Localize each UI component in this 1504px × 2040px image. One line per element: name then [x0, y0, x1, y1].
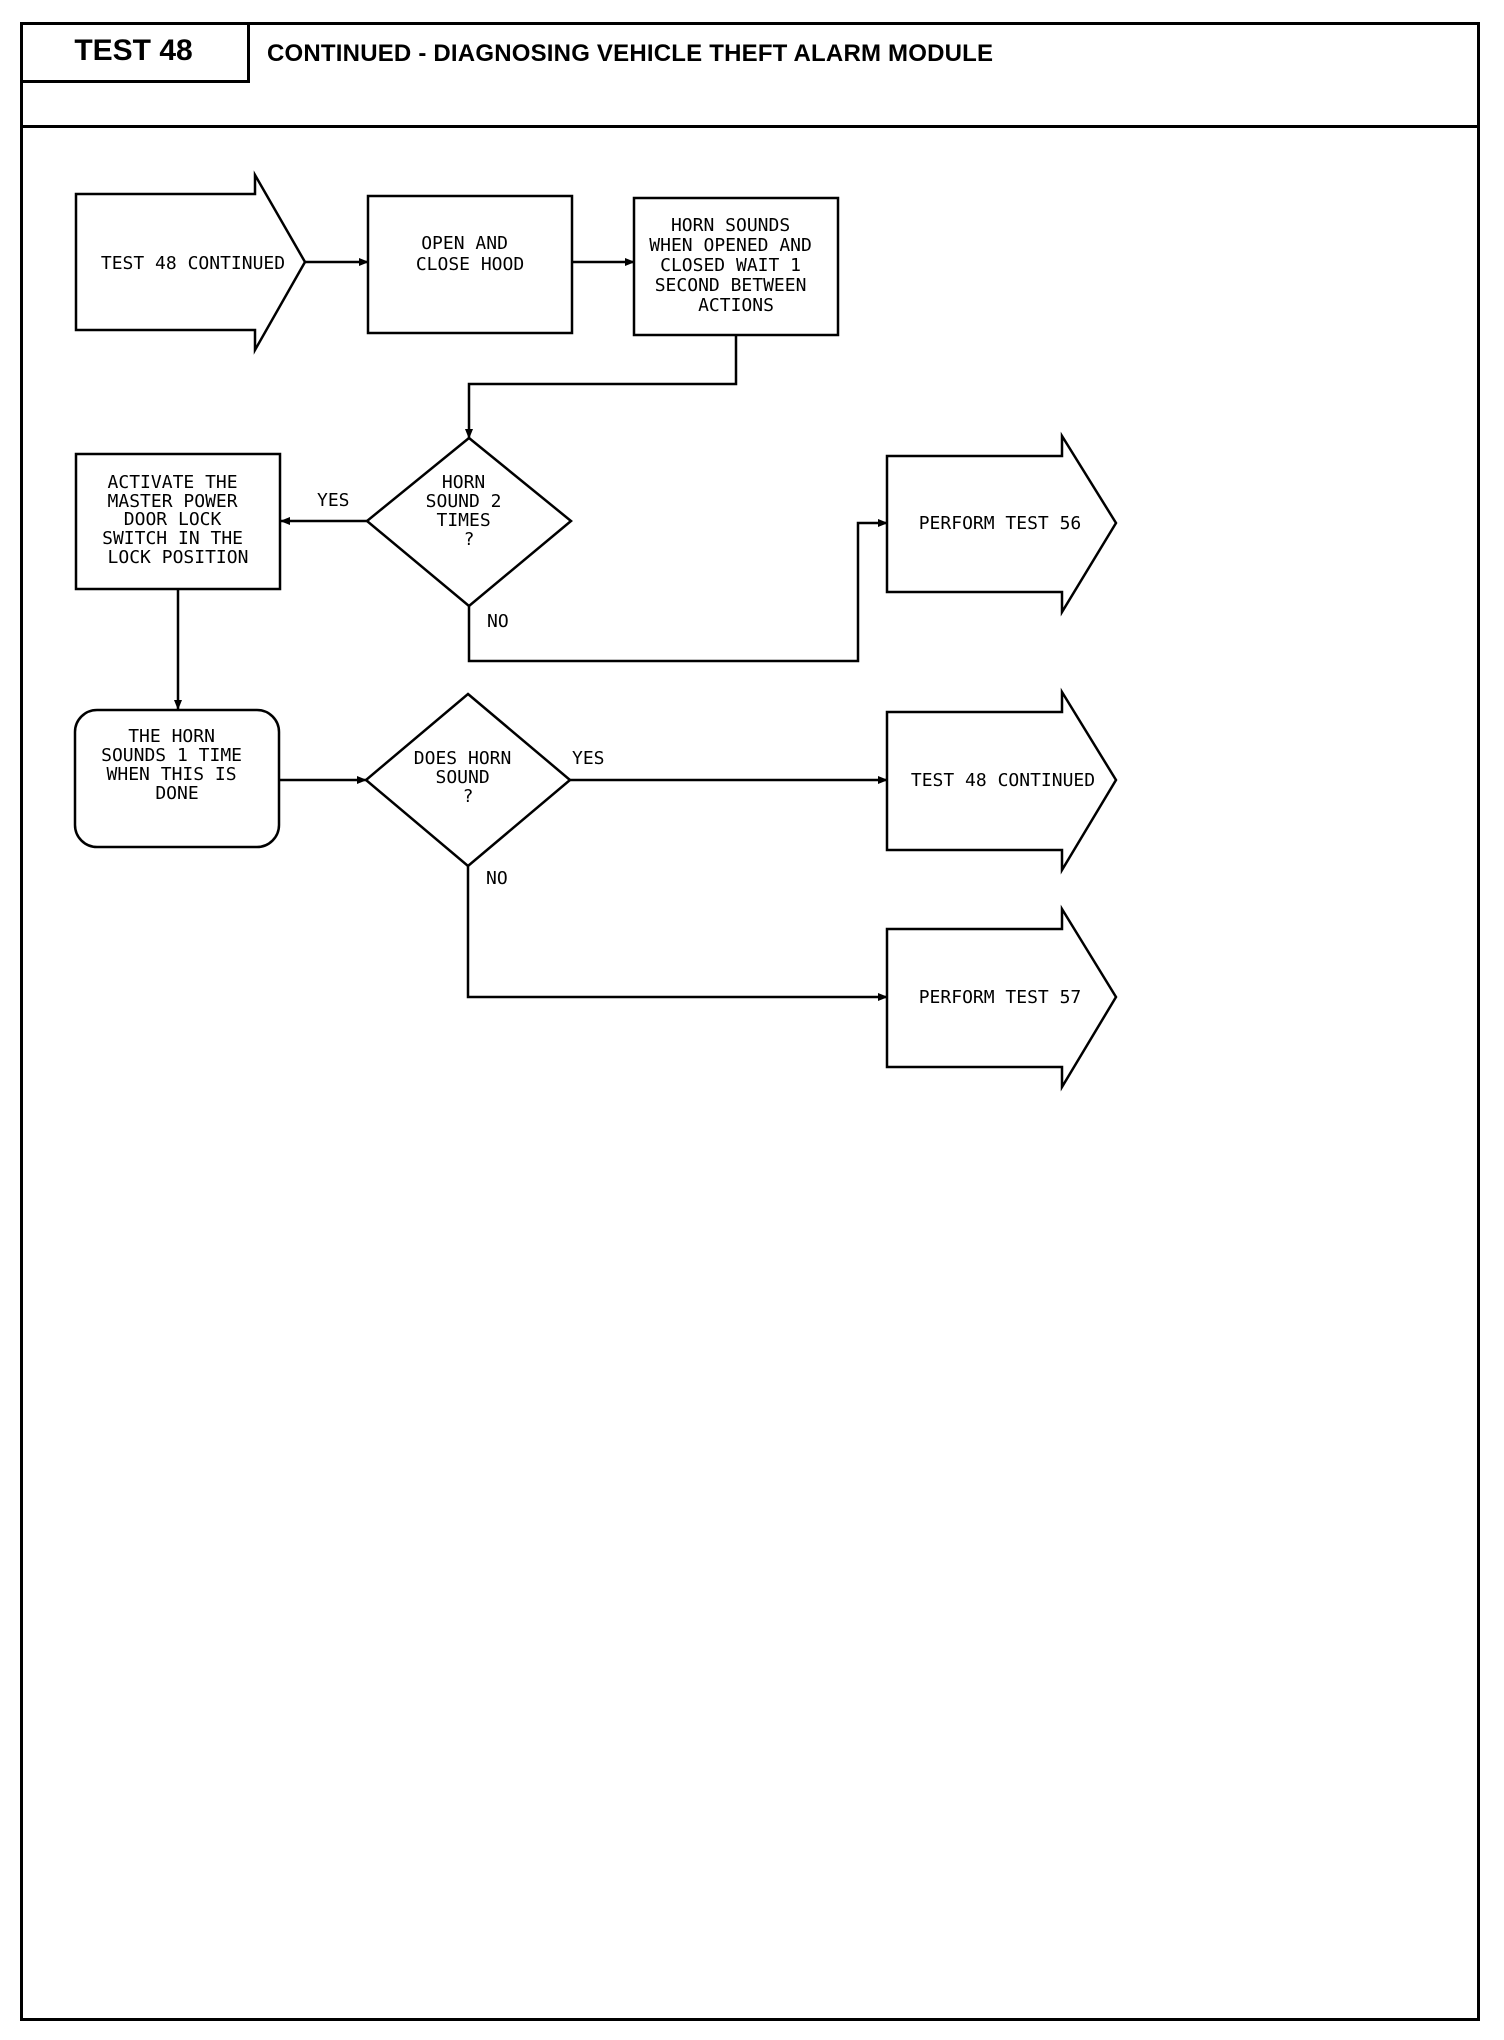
activate-lock-box — [74, 452, 282, 591]
test-48-continued-end-shape — [885, 687, 1118, 875]
open-close-hood-text: OPEN AND CLOSE HOOD — [416, 233, 524, 275]
connector-horn-to-decision1 — [465, 335, 738, 439]
yes-label-2: YES — [572, 748, 605, 769]
no-label-1: NO — [487, 611, 509, 632]
header: TEST 48 CONTINUED - DIAGNOSING VEHICLE T… — [20, 22, 1480, 128]
connector-decision2-no — [466, 866, 888, 1001]
open-close-hood-box — [366, 194, 574, 335]
start-arrow-shape — [74, 170, 307, 355]
yes-label-1: YES — [317, 490, 350, 511]
perform-test-57-shape — [885, 904, 1118, 1092]
start-label: TEST 48 CONTINUED — [101, 253, 285, 274]
decision-horn-2-times-text: HORN SOUND 2 TIMES ? — [426, 472, 513, 550]
perform-test-56-label: PERFORM TEST 56 — [919, 513, 1082, 534]
horn-sounds-text: HORN SOUNDS WHEN OPENED AND CLOSED WAIT … — [649, 215, 822, 316]
horn-1-time-box — [73, 708, 281, 849]
horn-1-time-text: THE HORN SOUNDS 1 TIME WHEN THIS IS DONE — [101, 726, 253, 804]
perform-test-57-label: PERFORM TEST 57 — [919, 987, 1082, 1008]
test-number: TEST 48 — [20, 22, 250, 83]
page-frame — [20, 22, 1480, 2021]
decision-horn-sound-text: DOES HORN SOUND ? — [414, 748, 522, 807]
page-title: CONTINUED - DIAGNOSING VEHICLE THEFT ALA… — [267, 40, 994, 67]
test-48-continued-end-label: TEST 48 CONTINUED — [911, 770, 1095, 791]
activate-lock-text: ACTIVATE THE MASTER POWER DOOR LOCK SWIT… — [102, 472, 254, 568]
connector-decision1-no — [467, 519, 888, 663]
perform-test-56-shape — [885, 431, 1118, 617]
no-label-2: NO — [486, 868, 508, 889]
